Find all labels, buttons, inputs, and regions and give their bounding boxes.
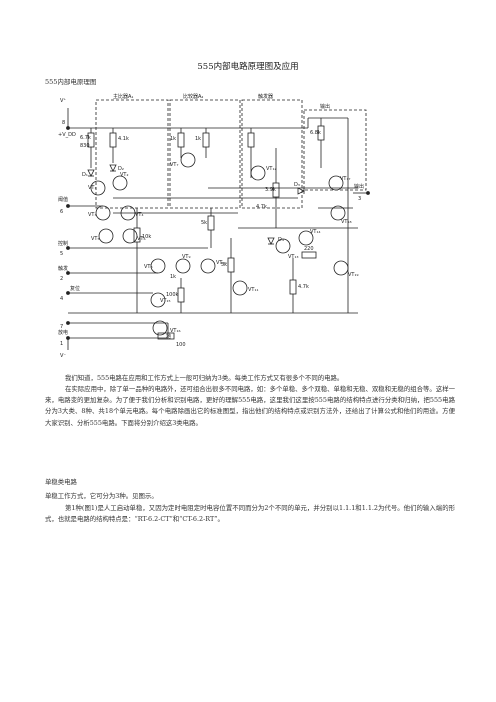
r7-label: 3.9k [265,187,276,193]
r13-label: 4.7k [298,284,309,290]
reset-label: 复位 [70,285,80,292]
r3-label: 4.1k [118,136,129,142]
r2-label: 830 [80,143,90,149]
vt15-label: VT₁₅ [160,298,170,304]
r8-label: 5k [201,220,207,226]
vt12-label: VT₁₂ [266,166,276,172]
vt2-label: VT₂ [120,172,128,178]
r9-label: 10k [142,234,151,240]
vt9-label: VT₉ [182,254,190,260]
vt5-label: VT₅ [91,236,99,242]
control-label: 控制 [58,240,68,247]
r12-label: 220 [304,246,314,252]
vt7-label: VT₇ [170,162,178,168]
gnd-label: 地 [166,333,171,340]
vt8-label: VT₈ [144,264,152,270]
vminus-label: V⁻ [60,353,66,359]
vt3-label: VT₃ [88,212,96,218]
pin3-label: 3 [358,196,361,202]
vt14-label: VT₁₄ [310,229,320,235]
vt6-label: VT₆ [137,236,145,242]
r11-label: 5k [221,262,227,268]
section-subtitle: 单稳工作方式，它可分为3种。见图示。 [45,492,158,500]
vt17-label: VT₁₇ [340,176,350,182]
pin2-label: 2 [60,276,63,282]
figure-caption: 555内部电原理图 [45,78,97,86]
trigger-block-label: 触发器 [258,93,273,100]
trig-in-label: 触发 [58,265,68,272]
discharge-label: 放电 [58,329,68,336]
r16-label: 100 [176,342,186,348]
r10-label: 4.7k [256,204,267,210]
r15-label: 1k [170,274,176,280]
d2-label: D₂ [118,166,124,172]
vt13-label: VT₁₃ [288,254,298,260]
page-title: 555内部电路原理图及应用 [197,62,299,72]
r14-label: 100k [166,292,179,298]
d3-label: D₃ [294,182,300,188]
pin4-label: 4 [60,296,63,302]
block-a2-label: 比较器A₂ [183,93,203,100]
section-heading: 单稳类电路 [45,478,77,486]
vt11-label: VT₁₁ [248,287,258,293]
vt16-label: VT₁₆ [170,328,180,334]
pin5-label: 5 [60,251,63,257]
vt1-label: VT₁ [88,185,96,191]
pin1-label: 1 [60,341,63,347]
vt10-label: VT₁₀ [216,260,226,266]
r4-label: 1k [170,136,176,142]
paragraph-classification: 在实际应用中，除了单一品种的电路外，还可组合出很多不同电路，如：多个单稳、多个双… [45,385,455,427]
block-a1-label: 主比器A₁ [113,93,133,100]
vt18-label: VT₁₈ [341,219,351,225]
paragraph-intro: 我们知道，555电路在应用和工作方式上一般可归纳为3类。每类工作方式又有很多个不… [65,374,344,382]
paragraph-monostable: 第1种(图1)是人工启动单稳，又因为定时电阻定时电容位置不同而分为2个不同的单元… [45,504,455,524]
circuit-diagram: V⁺ 8 +V_DD 主比器A₁ 比较器A₂ 触发器 输出 6.7k 830 4… [58,88,378,364]
pin7-label: 7 [60,324,63,330]
r5-label: 1k [195,136,201,142]
r1-label: 6.7k [80,135,91,141]
d4-label: D₄ [278,237,284,243]
vt19-label: VT₁₉ [348,272,358,278]
pin6-label: 6 [60,209,63,215]
r6-label: 6.8k [310,130,321,136]
threshold-label: 阈值 [58,196,68,203]
pin8-label: 8 [62,120,65,126]
d1-label: D₁ [82,172,88,178]
vt4-label: VT₄ [135,212,143,218]
vplus-label: V⁺ [60,98,66,104]
output-block-label: 输出 [320,103,330,110]
output-label: 输出 [354,183,364,190]
vdd-label: +V_DD [58,132,76,138]
